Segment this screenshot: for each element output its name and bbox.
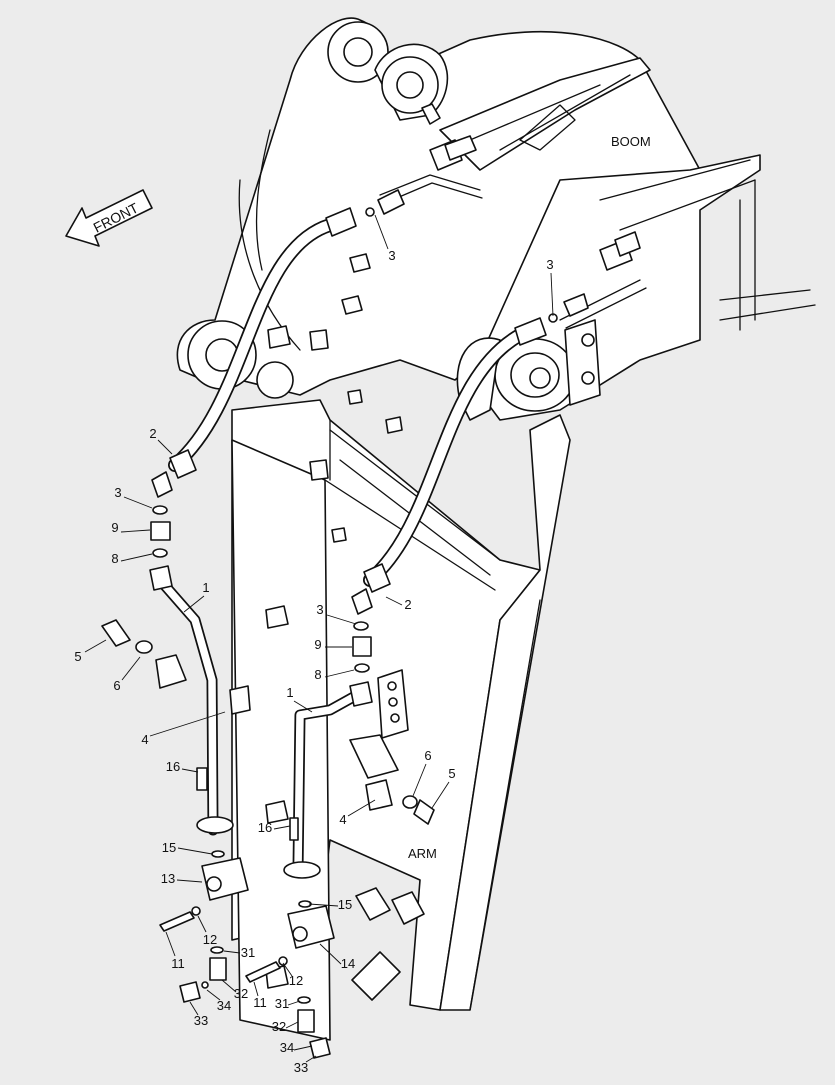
callout-number-14: 14 [341,956,355,971]
callout-number-3: 3 [546,257,553,272]
callout-number-5: 5 [448,766,455,781]
callout-leader-8 [120,553,153,562]
callout-leader-1 [183,595,205,613]
callout-number-1: 1 [286,685,293,700]
callout-leader-34 [293,1045,313,1051]
callout-leader-33 [305,1055,317,1063]
callout-number-34: 34 [280,1040,294,1055]
callout-leader-15 [177,847,213,855]
callout-leader-3 [374,214,389,250]
callout-number-33: 33 [294,1060,308,1075]
callout-leader-34 [206,989,221,1001]
small-parts [101,505,435,1059]
callout-leader-8 [324,669,355,678]
callout-leader-3 [326,614,357,625]
callout-leader-31 [287,1000,301,1006]
callout-leader-16 [273,825,291,830]
callout-leader-11 [165,931,176,957]
callout-number-12: 12 [289,973,303,988]
callout-number-12: 12 [203,932,217,947]
callout-number-31: 31 [241,945,255,960]
callout-number-2: 2 [149,426,156,441]
boom-label: BOOM [611,134,651,149]
callout-number-8: 8 [314,667,321,682]
callout-number-9: 9 [111,520,118,535]
arm-label: ARM [408,846,437,861]
callout-number-32: 32 [234,986,248,1001]
callout-leader-15 [308,903,339,907]
callout-number-4: 4 [141,732,148,747]
callout-leader-3 [550,272,554,317]
callout-leader-5 [431,781,450,809]
callout-number-3: 3 [114,485,121,500]
hoses [151,174,647,615]
callout-leader-4 [347,799,376,817]
callout-number-13: 13 [161,871,175,886]
callout-number-6: 6 [424,748,431,763]
callout-number-3: 3 [316,602,323,617]
callout-number-32: 32 [272,1019,286,1034]
callout-leader-5 [84,639,107,653]
callout-number-1: 1 [202,580,209,595]
callout-number-2: 2 [404,597,411,612]
callout-number-9: 9 [314,637,321,652]
part-callouts: 3323981564161513111231323334239816541615… [74,214,554,1075]
callout-number-33: 33 [194,1013,208,1028]
callout-leader-16 [181,768,199,773]
callout-leader-11 [253,981,259,997]
callout-number-16: 16 [258,820,272,835]
brackets [229,135,641,1001]
callout-number-31: 31 [275,996,289,1011]
callout-leader-2 [385,596,403,606]
front-arrow: FRONT [65,189,153,247]
callout-number-8: 8 [111,551,118,566]
callout-leader-31 [223,950,241,954]
callout-leader-6 [412,763,427,797]
callout-leader-9 [120,529,151,533]
arm-structure [231,154,816,1041]
callout-leader-32 [285,1021,299,1029]
callout-number-6: 6 [113,678,120,693]
callout-leader-12 [282,962,293,977]
steel-pipes [149,565,393,879]
callout-leader-33 [189,1001,199,1016]
callout-number-16: 16 [166,759,180,774]
callout-leader-6 [121,656,141,681]
callout-number-3: 3 [388,248,395,263]
callout-number-34: 34 [217,998,231,1013]
callout-number-11: 11 [171,956,185,971]
callout-number-15: 15 [338,897,352,912]
boom-structure [176,17,701,399]
callout-leader-4 [149,711,226,737]
callout-leader-12 [197,915,207,933]
callout-number-4: 4 [339,812,346,827]
callout-leader-1 [293,700,313,713]
callout-number-5: 5 [74,649,81,664]
callout-leader-3 [123,496,153,509]
callout-leader-13 [176,879,203,883]
callout-leader-2 [157,439,173,455]
callout-number-15: 15 [162,840,176,855]
callout-leader-14 [319,943,342,965]
callout-leader-32 [221,979,237,993]
callout-number-11: 11 [253,995,267,1010]
